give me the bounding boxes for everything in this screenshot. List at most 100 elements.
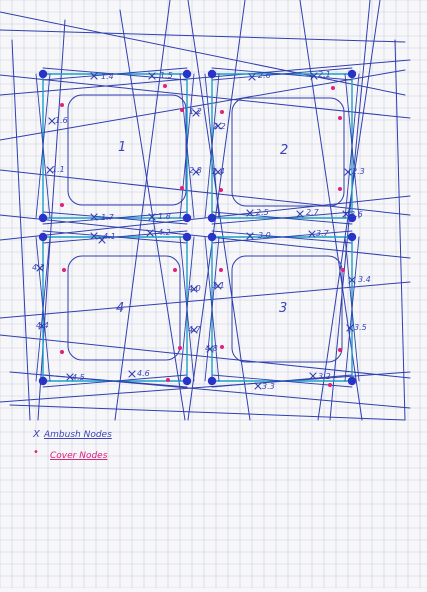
corner-node xyxy=(182,232,192,242)
cover-marker xyxy=(331,86,335,90)
guide-line xyxy=(187,0,251,421)
construction-lines xyxy=(0,0,411,421)
guide-line xyxy=(0,29,406,43)
guide-line xyxy=(0,169,411,216)
guide-line xyxy=(11,39,31,421)
ambush-marker xyxy=(148,72,156,80)
corner-node xyxy=(182,376,192,386)
guide-line xyxy=(9,404,406,421)
cover-marker xyxy=(163,84,167,88)
guide-line xyxy=(0,371,411,403)
cover-marker xyxy=(180,108,184,112)
node-link-cross xyxy=(211,374,353,388)
ambush-marker xyxy=(246,232,254,240)
ambush-marker xyxy=(308,230,316,238)
ambush-marker xyxy=(66,373,74,381)
corner-node xyxy=(347,376,357,386)
node-link-cross xyxy=(211,211,353,225)
ambush-marker xyxy=(342,210,350,218)
cover-marker xyxy=(178,346,182,350)
ambush-marker xyxy=(90,213,98,221)
ambush-marker xyxy=(296,210,304,218)
ambush-marker xyxy=(344,168,352,176)
corner-nodes xyxy=(38,69,357,386)
cover-marker xyxy=(219,188,223,192)
node-link-cross xyxy=(344,73,360,219)
ambush-marker xyxy=(246,209,254,217)
cover-marker xyxy=(166,378,170,382)
ambush-marker xyxy=(214,282,222,290)
cover-marker xyxy=(338,348,342,352)
block-outline xyxy=(67,94,187,206)
ambush-marker xyxy=(38,322,46,330)
node-link-cross xyxy=(42,211,188,225)
ambush-marker xyxy=(48,117,56,125)
ambush-marker xyxy=(146,229,154,237)
block-outline xyxy=(67,255,181,361)
node-link-cross xyxy=(204,73,220,219)
ambush-marker xyxy=(98,236,106,244)
cover-marker xyxy=(328,383,332,387)
ambush-marker xyxy=(192,109,200,117)
corner-node xyxy=(38,213,48,223)
node-link-cross xyxy=(42,374,188,388)
ambush-markers xyxy=(36,72,356,390)
cover-marker xyxy=(338,187,342,191)
cover-marker xyxy=(341,268,345,272)
corner-node xyxy=(347,69,357,79)
cover-marker xyxy=(173,268,177,272)
ambush-marker xyxy=(254,382,262,390)
guide-line xyxy=(394,39,406,421)
ambush-marker xyxy=(206,345,214,353)
ambush-marker xyxy=(192,168,200,176)
node-link-cross xyxy=(211,67,353,81)
ambush-marker xyxy=(214,168,222,176)
block-outline xyxy=(231,97,345,207)
cover-marker xyxy=(62,268,66,272)
corner-node xyxy=(347,232,357,242)
corner-node xyxy=(207,376,217,386)
block-outline xyxy=(231,255,343,363)
ambush-marker xyxy=(214,122,222,130)
cover-marker xyxy=(220,345,224,349)
corner-node xyxy=(207,69,217,79)
guide-line xyxy=(299,0,363,421)
node-link-cross xyxy=(35,73,51,219)
corner-node xyxy=(182,69,192,79)
ambush-marker xyxy=(310,72,318,80)
ambush-marker xyxy=(309,372,317,380)
node-link-cross xyxy=(204,236,220,382)
guide-line xyxy=(114,0,171,421)
corner-node xyxy=(38,69,48,79)
guide-line xyxy=(317,0,381,421)
ambush-marker xyxy=(36,264,44,272)
node-link-cross xyxy=(42,230,188,244)
corner-node xyxy=(38,376,48,386)
cover-marker xyxy=(220,110,224,114)
node-links xyxy=(35,67,360,388)
node-link-cross xyxy=(179,73,195,219)
cover-marker xyxy=(338,116,342,120)
corner-node xyxy=(207,232,217,242)
ambush-marker xyxy=(248,73,256,81)
corner-node xyxy=(182,213,192,223)
block-outlines xyxy=(67,94,345,363)
ambush-marker xyxy=(190,285,198,293)
ambush-marker xyxy=(346,324,354,332)
cover-marker xyxy=(60,103,64,107)
corner-node xyxy=(38,232,48,242)
node-link-cross xyxy=(211,230,353,244)
node-link-cross xyxy=(42,67,188,81)
corner-node xyxy=(207,213,217,223)
ambush-marker xyxy=(90,232,98,240)
ambush-marker xyxy=(46,166,54,174)
cover-marker xyxy=(180,186,184,190)
node-link-cross xyxy=(35,236,51,382)
cover-marker xyxy=(219,268,223,272)
cover-marker xyxy=(60,203,64,207)
node-link-cross xyxy=(179,236,195,382)
ambush-marker xyxy=(148,213,156,221)
corner-node xyxy=(347,213,357,223)
cover-marker xyxy=(60,350,64,354)
